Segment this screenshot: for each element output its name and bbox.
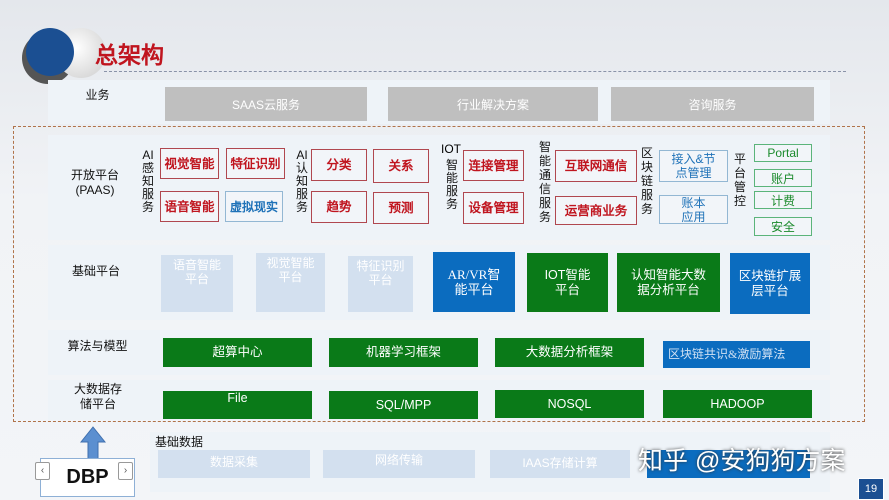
saas-box: SAAS云服务 <box>165 87 367 121</box>
consulting-box: 咨询服务 <box>611 87 814 121</box>
ai-cognition-label: AI认知服务 <box>295 148 308 214</box>
account-box: 账户 <box>754 169 812 187</box>
speech-platform-box: 语音智能平台 <box>161 255 233 312</box>
algorithm-label: 算法与模型 <box>67 339 128 353</box>
feature-recognition-box: 特征识别 <box>226 148 285 179</box>
ai-perception-label: AI感知服务 <box>141 148 154 214</box>
bigdata-framework-box: 大数据分析框架 <box>495 338 644 367</box>
arvr-platform-box: AR/VR智能平台 <box>433 252 515 312</box>
base-data-label: 基础数据 <box>155 435 204 449</box>
title-divider <box>104 71 846 72</box>
prediction-box: 预测 <box>373 192 429 224</box>
portal-box: Portal <box>754 144 812 162</box>
prev-slide-button[interactable]: ‹ <box>35 462 50 480</box>
data-collection-box: 数据采集 <box>158 450 310 478</box>
visual-platform-box: 视觉智能平台 <box>256 253 325 312</box>
paas-label-1: 开放平台 <box>70 168 119 182</box>
speech-ai-box: 语音智能 <box>160 191 219 222</box>
industry-solution-box: 行业解决方案 <box>388 87 598 121</box>
logo-circles <box>18 24 108 84</box>
security-box: 安全 <box>754 217 812 236</box>
platform-frame <box>13 126 865 422</box>
blockchain-extension-box: 区块链扩展层平台 <box>730 253 810 314</box>
classification-box: 分类 <box>311 149 367 181</box>
paas-label: 开放平台(PAAS) <box>62 168 128 198</box>
relation-box: 关系 <box>373 149 429 183</box>
billing-box: 计费 <box>754 191 812 209</box>
platform-control-label: 平台管控 <box>733 152 746 208</box>
network-transfer-box: 网络传输 <box>323 450 475 478</box>
base-data-blue-box <box>647 450 810 478</box>
feature-platform-box: 特征识别平台 <box>348 256 413 312</box>
file-box: File <box>163 391 312 419</box>
device-management-box: 设备管理 <box>463 192 524 224</box>
page-number: 19 <box>864 483 878 495</box>
blockchain-service-label: 区块链服务 <box>640 146 653 216</box>
ml-framework-box: 机器学习框架 <box>329 338 478 367</box>
iot-platform-box: IOT智能平台 <box>527 253 608 312</box>
blockchain-consensus-box: 区块链共识&激励算法 <box>663 341 810 368</box>
visual-ai-box: 视觉智能 <box>160 148 219 179</box>
iot-label-top: IOT <box>441 142 461 156</box>
iaas-box: IAAS存储计算 <box>490 450 630 478</box>
nosql-box: NOSQL <box>495 390 644 418</box>
supercomputing-box: 超算中心 <box>163 338 312 367</box>
watermark: 知乎 @安狗狗方案 <box>638 447 846 475</box>
ledger-app-box: 账本应用 <box>659 195 728 224</box>
storage-label: 大数据存储平台 <box>73 382 122 411</box>
access-node-box: 接入&节点管理 <box>659 150 728 182</box>
page-title: 总架构 <box>95 42 164 68</box>
hadoop-box: HADOOP <box>663 390 812 418</box>
virtual-reality-box: 虚拟现实 <box>225 191 283 222</box>
trend-box: 趋势 <box>311 191 367 223</box>
connection-management-box: 连接管理 <box>463 150 524 181</box>
cognitive-bigdata-platform-box: 认知智能大数据分析平台 <box>617 253 720 312</box>
base-platform-label: 基础平台 <box>71 264 120 278</box>
paas-label-2: (PAAS) <box>75 183 115 197</box>
comm-service-label: 智能通信服务 <box>538 140 551 224</box>
carrier-business-box: 运营商业务 <box>555 196 637 225</box>
iot-service-label: 智能服务 <box>445 158 458 211</box>
internet-comm-box: 互联网通信 <box>555 150 637 182</box>
sql-mpp-box: SQL/MPP <box>329 391 478 419</box>
dbp-label: DBP <box>66 466 109 488</box>
business-label: 业务 <box>85 88 110 102</box>
page-number-badge: 19 <box>858 478 884 500</box>
next-slide-button[interactable]: › <box>118 462 133 480</box>
